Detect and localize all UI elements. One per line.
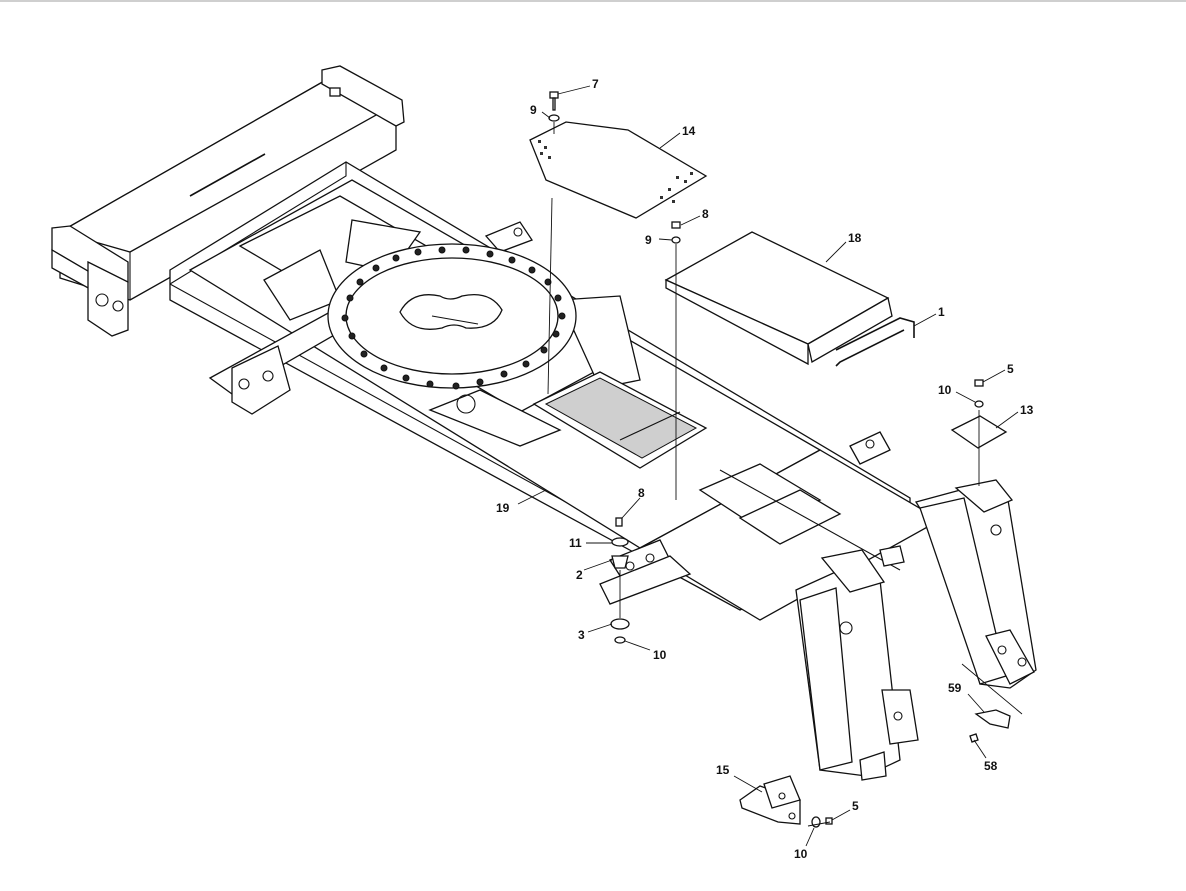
callout-3: 3 — [578, 628, 585, 642]
callout-8: 8 — [638, 486, 645, 500]
leader-lines — [517, 85, 1019, 847]
washer-9-mid — [671, 236, 681, 244]
callout-18: 18 — [848, 231, 862, 245]
callout-13: 13 — [1020, 403, 1034, 417]
washer-10-top — [974, 400, 984, 408]
callout-7: 7 — [592, 77, 599, 91]
bolt-8-top — [671, 221, 681, 229]
bolt-5-top — [974, 379, 984, 387]
bolt-7 — [549, 91, 559, 111]
callout-11: 11 — [569, 536, 582, 550]
callout-9: 9 — [645, 233, 652, 247]
callout-9: 9 — [530, 103, 537, 117]
callout-14: 14 — [682, 124, 696, 138]
callout-2: 2 — [576, 568, 583, 582]
main-frame — [51, 65, 1037, 781]
callout-1: 1 — [938, 305, 945, 319]
callout-5: 5 — [852, 799, 859, 813]
callout-5: 5 — [1007, 362, 1014, 376]
callout-10: 10 — [653, 648, 667, 662]
part-59 — [974, 709, 1011, 729]
assembly-lines — [547, 122, 1023, 827]
callout-10: 10 — [794, 847, 808, 861]
top-border — [0, 0, 1186, 2]
callout-8: 8 — [702, 207, 709, 221]
cover-18 — [664, 231, 893, 366]
screw-58 — [969, 733, 979, 743]
callout-58: 58 — [984, 759, 998, 773]
callouts: 7 9 14 8 9 18 1 5 10 13 19 8 11 2 3 10 5… — [496, 77, 1034, 861]
washer-9-top — [548, 114, 560, 122]
callout-15: 15 — [716, 763, 730, 777]
callout-59: 59 — [948, 681, 962, 695]
bracket-15 — [739, 775, 801, 825]
bolt-ring — [341, 246, 566, 390]
plate-14 — [529, 121, 708, 219]
bracket-1 — [835, 317, 915, 367]
bolt-5-bottom — [825, 817, 833, 825]
callout-19: 19 — [496, 501, 510, 515]
callout-10: 10 — [938, 383, 952, 397]
